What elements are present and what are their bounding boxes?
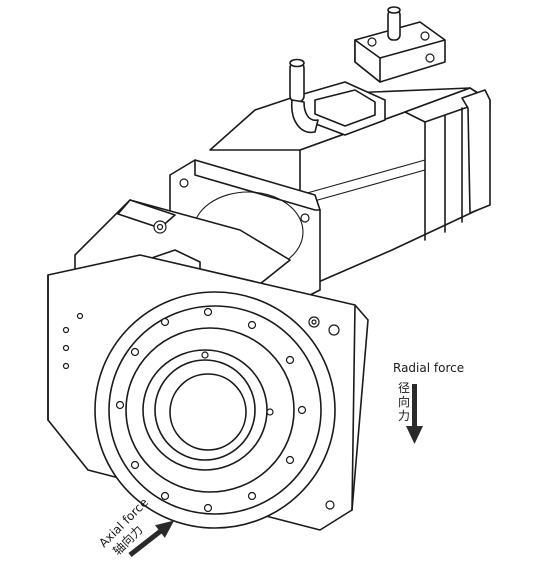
power-connector [289,58,386,136]
radial-force-label-cn: 径 向 力 [398,381,414,423]
radial-force-label-en: Radial force [393,361,464,375]
encoder-connector [354,6,446,83]
axial-force-arrow [128,520,175,557]
radial-force-arrow [406,384,423,444]
output-flange [94,291,336,529]
